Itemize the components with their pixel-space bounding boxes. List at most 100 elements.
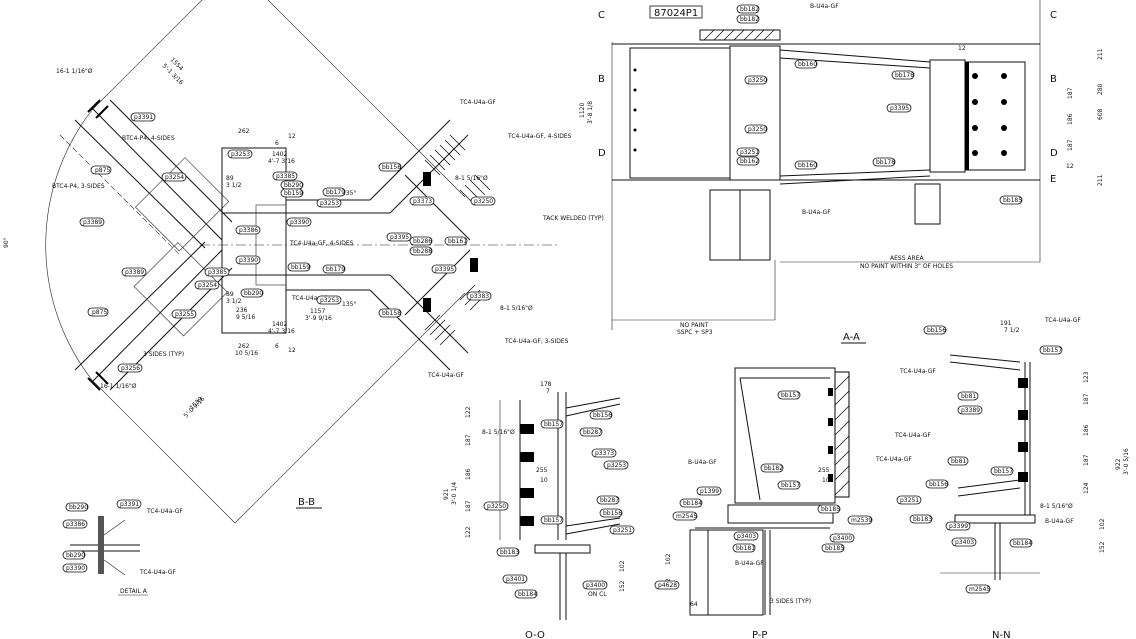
dim-text: 124	[1083, 482, 1090, 494]
part-label: bb158	[382, 164, 401, 171]
part-label: bb290	[69, 504, 88, 511]
brace-line	[739, 377, 761, 501]
bolt	[828, 388, 833, 396]
detail-plate	[98, 516, 104, 574]
section-oo: 921 3'-0 1/4 122 187 186 187 122 178 7 2…	[443, 381, 635, 639]
part-label: p3253	[320, 200, 339, 207]
hole-callout: 8-1 5/16"Ø	[455, 175, 488, 182]
dim-text: 4'-7 3/16	[268, 158, 295, 165]
dim-text: 152	[619, 580, 626, 592]
weld-callout: TC4-U4a-GF, 3-SIDES	[504, 338, 569, 345]
wall-hatch	[834, 375, 850, 496]
dim-text: 1402	[272, 321, 287, 328]
dim-text: 102	[1099, 518, 1106, 530]
weld-callout: TC4-U4a-GF	[146, 508, 183, 515]
dim-text: 6	[275, 343, 279, 350]
bolt-block	[520, 488, 534, 498]
hatched-wall	[834, 371, 850, 498]
dim-text: 4'-7 3/16	[268, 328, 295, 335]
angle-90-label: 90°	[3, 237, 10, 248]
dim-text: 187	[465, 434, 472, 446]
tapered-flange	[779, 169, 931, 177]
dim-text: 89	[226, 175, 234, 182]
part-label: bb184	[518, 591, 537, 598]
dim-text: 187	[1067, 87, 1074, 99]
brace-line	[565, 523, 621, 535]
weld-callout: TC4-U4a-GF	[1044, 317, 1081, 324]
brace-edge	[369, 119, 451, 201]
dim-text: 3'-8 1/8	[587, 101, 594, 124]
weld-callout: TC4-U4a-GF, 4-SIDES	[289, 240, 354, 247]
sspc-note: SSPC + SP3	[677, 329, 713, 336]
end-plate-box	[929, 59, 966, 173]
dim-text: 178	[540, 381, 552, 388]
part-label: p4628	[658, 582, 677, 589]
bolt-block	[1018, 378, 1028, 388]
weld-callout: B-U4a-GF	[802, 209, 831, 216]
weld-callout: TC4-U4a-GF	[875, 456, 912, 463]
tapered-flange	[779, 49, 931, 63]
dim-text: 187	[1083, 393, 1090, 405]
part-label: p3250	[748, 126, 767, 133]
web-bolts	[633, 68, 637, 152]
part-label: bb185	[1003, 197, 1022, 204]
part-label: p3253	[231, 151, 250, 158]
section-mark-b-right: B	[1050, 74, 1057, 85]
dim-text: 135°	[342, 301, 356, 308]
dim-line	[267, 0, 466, 198]
part-label: p3373	[595, 450, 614, 457]
mark-box	[649, 5, 703, 19]
part-label: p3390	[66, 565, 85, 572]
part-label: bb181	[736, 545, 755, 552]
end-plate	[965, 62, 969, 170]
detail-leader	[103, 519, 126, 536]
bolt-block	[520, 424, 534, 434]
dim-text: 135°	[342, 190, 356, 197]
dim-text: 236	[236, 307, 248, 314]
dim-text: 3 1/2	[226, 298, 242, 305]
dim-text: 102	[665, 553, 672, 565]
dim-text: 186	[1083, 424, 1090, 436]
brace-edge	[404, 249, 471, 316]
part-label: bb290	[66, 552, 85, 559]
bolt-block	[423, 298, 431, 312]
dim-text: 187	[1067, 139, 1074, 151]
weld-callout: BTC4-P4, 4-SIDES	[122, 135, 175, 142]
part-label: p3250	[474, 198, 493, 205]
dim-line	[91, 379, 236, 524]
part-label: bb288	[413, 248, 432, 255]
part-label: p3251	[740, 149, 759, 156]
part-label: p3373	[413, 198, 432, 205]
bolt-block	[1018, 472, 1028, 482]
brace-line	[565, 397, 621, 409]
dim-text: 211	[1097, 174, 1104, 186]
dim-text: 6	[275, 140, 279, 147]
tack-note: TACK WELDED (TYP)	[542, 215, 604, 222]
bolt	[828, 446, 833, 454]
dim-text: 3'-0 5/16	[1123, 448, 1130, 475]
weld-callout: TC4-U4a-GF	[894, 432, 931, 439]
part-label: p3250	[748, 77, 767, 84]
part-labels-bb: p3391 p875 p3254 p3389 p3389 p875 p3255 …	[79, 112, 496, 373]
part-label: bb161	[448, 238, 467, 245]
dim-text: 262	[238, 128, 250, 135]
section-bb: 90°	[3, 0, 604, 524]
brace-edge	[369, 289, 451, 371]
angle-arc	[45, 109, 93, 381]
dim-text: 1157	[310, 308, 325, 315]
weld-callout: TC4-U4a-GF	[427, 372, 464, 379]
weld-note: 3 SIDES (TYP)	[770, 598, 811, 605]
no-paint-holes-note: NO PAINT WITHIN 3" OF HOLES	[860, 263, 953, 270]
dim-text: 10	[540, 477, 548, 484]
weld-note: 3 SIDES (TYP)	[143, 351, 184, 358]
part-label: bb156	[593, 412, 612, 419]
section-mark-d-right: D	[1050, 148, 1058, 159]
part-label: p3383	[470, 293, 489, 300]
part-label: bb81	[951, 458, 966, 465]
part-label: bb157	[544, 421, 563, 428]
bolt-block	[520, 452, 534, 462]
bolt	[828, 474, 833, 482]
part-label: bb290	[284, 182, 303, 189]
dim-text: 122	[465, 526, 472, 538]
